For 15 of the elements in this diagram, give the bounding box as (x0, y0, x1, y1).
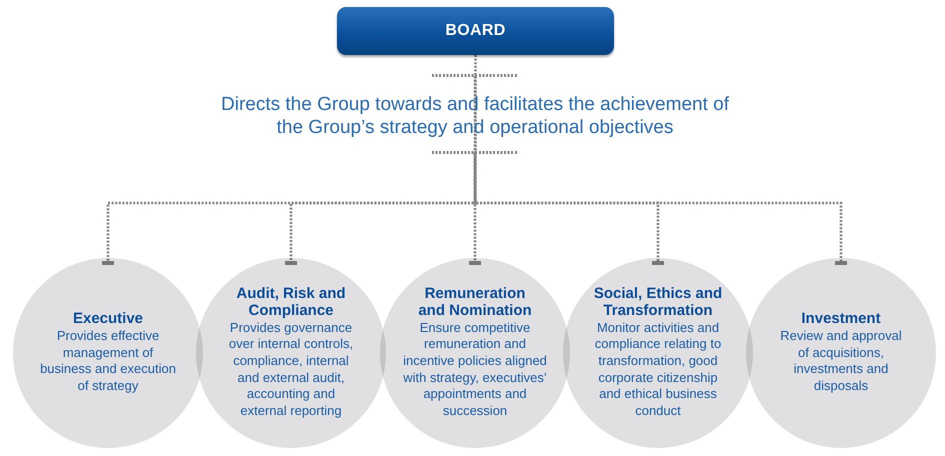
committee-description: Monitor activities and compliance relating to transformation, good corporate citizenship and ethical business conduct (594, 320, 722, 420)
committee-title: Audit, Risk and Compliance (235, 286, 347, 320)
committee-title: Social, Ethics and Transformation (592, 286, 724, 320)
committee-title: Executive (72, 311, 144, 328)
committee-description: Review and approval of acquisitions, investments and disposals (779, 328, 903, 395)
board-banner (337, 7, 614, 55)
dotted-connector (474, 154, 847, 265)
committee-description: Ensure competitive remuneration and incentive policies aligned with strategy, executives’ appointments and succession (402, 320, 548, 420)
board-title: BOARD (445, 22, 506, 40)
dotted-connector (474, 55, 477, 204)
committee-title: Remuneration and Nomination (417, 286, 533, 320)
committee-description: Provides effective management of business and execution of strategy (39, 328, 177, 395)
committee-description: Provides governance over internal controls, compliance, internal and external audit, accounting and external reporting (228, 320, 354, 420)
committee-title: Investment (800, 311, 882, 328)
purpose-statement: Directs the Group towards and facilitates the achievement of the Group’s strategy and operational objectives (215, 74, 735, 154)
